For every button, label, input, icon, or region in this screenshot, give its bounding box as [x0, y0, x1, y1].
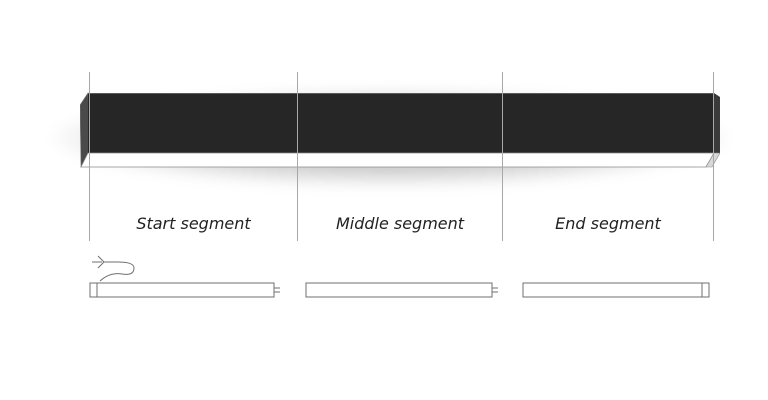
middle-segment-label: Middle segment	[335, 214, 465, 233]
connector-pins-icon	[492, 287, 498, 293]
end-segment-body	[522, 282, 710, 298]
divider-middle-2	[502, 72, 503, 241]
bar-housing	[88, 93, 714, 153]
linear-light-bar	[80, 92, 720, 168]
start-segment-drawing	[89, 255, 280, 298]
divider-start	[89, 72, 90, 241]
middle-segment-drawing	[305, 282, 498, 298]
end-segment-drawing	[522, 282, 710, 298]
divider-end	[713, 72, 714, 241]
start-segment-label: Start segment	[136, 214, 251, 233]
start-segment-body	[89, 282, 275, 298]
bar-right-end	[714, 93, 720, 153]
divider-middle-1	[297, 72, 298, 241]
connector-pins-icon	[274, 287, 280, 293]
bar-diffuser	[80, 152, 715, 168]
middle-segment-body	[305, 282, 493, 298]
end-segment-label: End segment	[555, 214, 661, 233]
power-cable-icon	[92, 255, 135, 282]
